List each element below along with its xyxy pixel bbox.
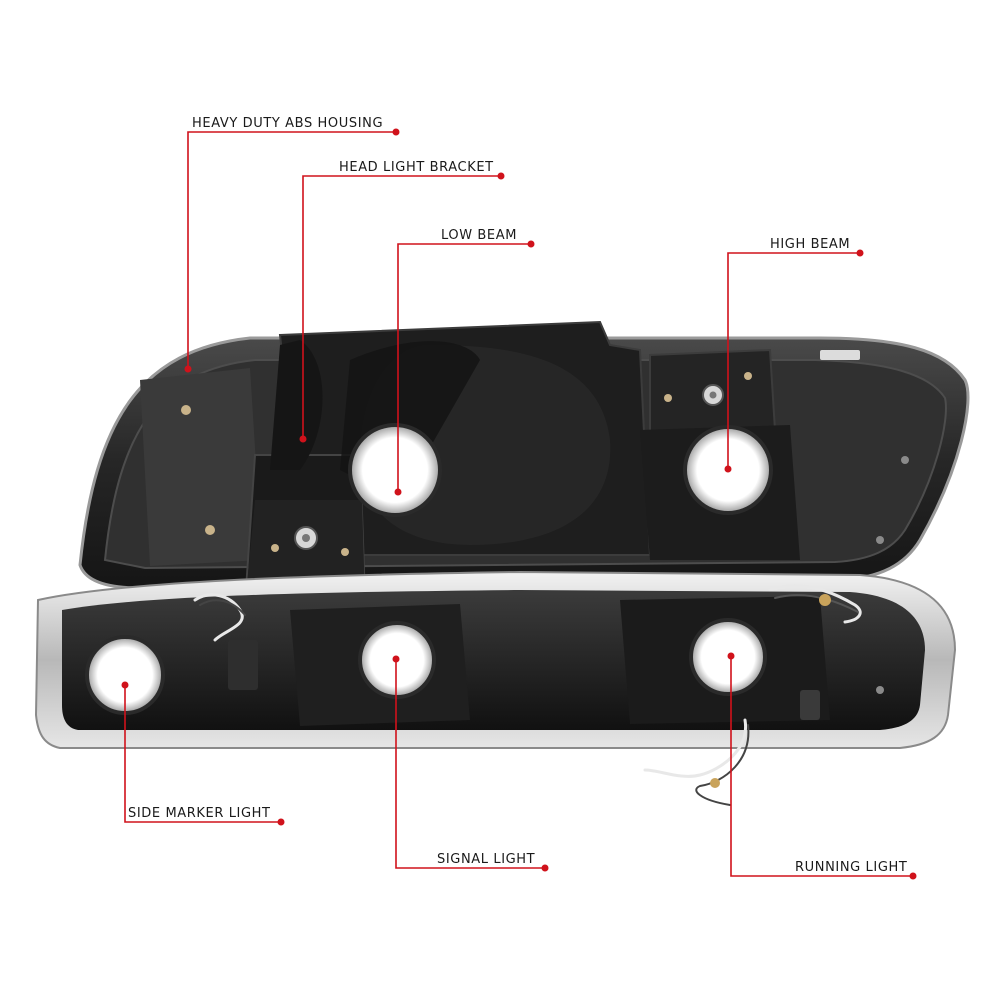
- callout-dot-low-beam-start: [394, 488, 402, 496]
- callout-dot-running-end: [909, 872, 917, 880]
- callout-line-housing: [187, 131, 396, 369]
- callout-dot-signal-start: [392, 655, 400, 663]
- callout-line-bracket: [302, 175, 501, 439]
- callout-endpoints: [121, 128, 917, 880]
- callout-dot-side-marker-end: [277, 818, 285, 826]
- callout-label-signal: SIGNAL LIGHT: [437, 852, 536, 867]
- callout-dot-low-beam-end: [527, 240, 535, 248]
- callout-line-signal: [395, 659, 545, 869]
- callout-label-side-marker: SIDE MARKER LIGHT: [128, 806, 271, 821]
- callout-label-high-beam: HIGH BEAM: [770, 237, 851, 252]
- callout-line-high-beam: [727, 252, 860, 469]
- callout-dot-signal-end: [541, 864, 549, 872]
- callout-line-running: [730, 656, 913, 877]
- callout-line-side-marker: [124, 685, 281, 823]
- low-beam-opening: [348, 423, 442, 517]
- wiring-harness: [193, 584, 862, 806]
- callout-dot-housing-start: [184, 365, 192, 373]
- callout-dot-high-beam-start: [724, 465, 732, 473]
- callout-line-low-beam: [397, 243, 531, 492]
- callout-dot-high-beam-end: [856, 249, 864, 257]
- callout-label-running: RUNNING LIGHT: [795, 860, 908, 875]
- callout-label-bracket: HEAD LIGHT BRACKET: [339, 160, 494, 175]
- callout-label-housing: HEAVY DUTY ABS HOUSING: [192, 116, 384, 131]
- callout-dot-side-marker-start: [121, 681, 129, 689]
- callout-dot-running-start: [727, 652, 735, 660]
- callout-lines: [124, 131, 913, 877]
- bumper-light-unit: [34, 570, 957, 749]
- callout-label-low-beam: LOW BEAM: [441, 228, 518, 243]
- callout-dot-bracket-start: [299, 435, 307, 443]
- callout-dot-bracket-end: [497, 172, 505, 180]
- callout-dot-housing-end: [392, 128, 400, 136]
